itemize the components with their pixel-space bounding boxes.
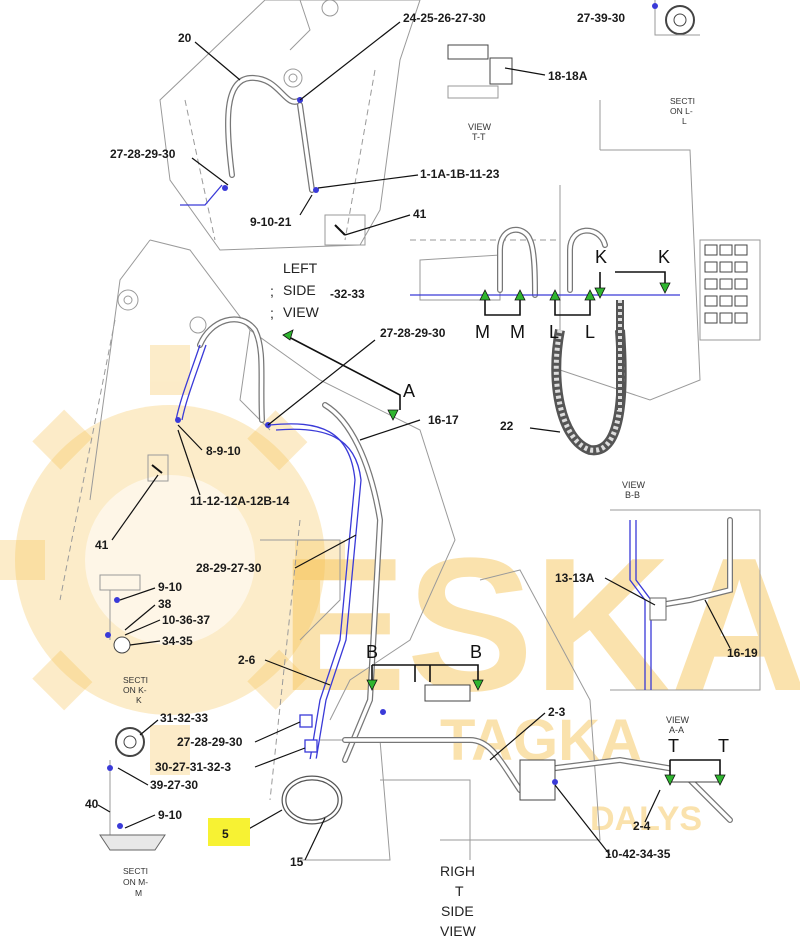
view-t-t-line1: VIEW [468, 122, 492, 132]
section-l-l-line3: L [682, 116, 687, 126]
label-16-17: 16-17 [428, 413, 459, 427]
label-30-27-31-32-3: 30-27-31-32-3 [155, 760, 231, 774]
label-18-18a: 18-18A [548, 69, 588, 83]
label-24-25-26-27-30: 24-25-26-27-30 [403, 11, 486, 25]
label-27-28-29-30-a: 27-28-29-30 [110, 147, 176, 161]
lower-right-assembly [342, 569, 733, 841]
arm-frame-top [159, 0, 421, 251]
label-22: 22 [500, 419, 514, 433]
label-2-3: 2-3 [548, 705, 566, 719]
label-39-27-30: 39-27-30 [150, 778, 198, 792]
hose-loop-15 [276, 758, 360, 825]
watermark-text-main: ESKA [280, 519, 800, 731]
section-l-l-line1: SECTI [670, 96, 695, 106]
view-b-b-detail [610, 509, 761, 691]
marker-b-left: B [366, 642, 378, 662]
label-9-10-21: 9-10-21 [250, 215, 292, 229]
left-side-marker-2: ; [270, 305, 274, 321]
hose-22 [410, 226, 680, 456]
section-m-m-line3: M [135, 888, 142, 898]
label-15: 15 [290, 855, 304, 869]
marker-k-right: K [658, 247, 670, 267]
highlight-part-5 [208, 818, 250, 846]
section-k-k-line2: ON K- [123, 685, 147, 695]
label-40: 40 [85, 797, 99, 811]
section-marks [282, 271, 726, 786]
right-side-view-line3: SIDE [441, 903, 474, 919]
left-side-view-line2: SIDE [283, 282, 316, 298]
label-27-28-29-30-c: 27-28-29-30 [177, 735, 243, 749]
section-letters: A B B K K L L M M T T [366, 247, 729, 756]
view-captions: LEFT SIDE VIEW ; ; RIGH T SIDE VIEW VIEW… [123, 96, 695, 938]
left-side-view-line1: LEFT [283, 260, 318, 276]
marker-b-right: B [470, 642, 482, 662]
label-11-12-12a-12b-14: 11-12-12A-12B-14 [190, 494, 290, 508]
label-20: 20 [178, 31, 192, 45]
label-10-36-37: 10-36-37 [162, 613, 210, 627]
label-32-33: -32-33 [330, 287, 365, 301]
section-k-k-line3: K [136, 695, 142, 705]
marker-a: A [403, 381, 415, 401]
marker-m-left: M [475, 322, 490, 342]
valve-frame [410, 100, 761, 401]
view-a-a-line2: A-A [669, 725, 684, 735]
marker-l-right: L [585, 322, 595, 342]
label-10-42-34-35: 10-42-34-35 [605, 847, 671, 861]
label-38: 38 [158, 597, 172, 611]
marker-t-right: T [718, 736, 729, 756]
view-a-a-line1: VIEW [666, 715, 690, 725]
right-side-view-line1: RIGH [440, 863, 475, 879]
part-labels: 20 24-25-26-27-30 27-39-30 18-18A 27-28-… [85, 11, 758, 869]
label-27-39-30: 27-39-30 [577, 11, 625, 25]
section-m-m-detail [99, 727, 166, 851]
section-m-m-line2: ON M- [123, 877, 148, 887]
left-side-marker-1: ; [270, 283, 274, 299]
hose-2-6 [175, 316, 384, 763]
label-41-left: 41 [95, 538, 109, 552]
marker-m-right: M [510, 322, 525, 342]
view-t-t-detail [447, 44, 513, 99]
label-9-10-k: 9-10 [158, 580, 182, 594]
right-side-view-line4: VIEW [440, 923, 477, 938]
hose-20 [180, 74, 319, 206]
section-l-l-detail [652, 0, 700, 36]
section-m-m-line1: SECTI [123, 866, 148, 876]
label-9-10-m: 9-10 [158, 808, 182, 822]
section-k-k-detail [99, 574, 141, 654]
view-b-b-line2: B-B [625, 490, 640, 500]
leader-lines [97, 21, 731, 861]
marker-k-left: K [595, 247, 607, 267]
label-13-13a: 13-13A [555, 571, 595, 585]
label-2-6: 2-6 [238, 653, 256, 667]
label-31-32-33: 31-32-33 [160, 711, 208, 725]
label-5: 5 [222, 827, 229, 841]
label-28-29-27-30: 28-29-27-30 [196, 561, 262, 575]
marker-t-left: T [668, 736, 679, 756]
section-l-l-line2: ON L- [670, 106, 693, 116]
left-side-view-line3: VIEW [283, 304, 320, 320]
label-1-1a-1b-11-23: 1-1A-1B-11-23 [420, 167, 500, 181]
right-side-view-line2: T [455, 883, 464, 899]
label-34-35: 34-35 [162, 634, 193, 648]
label-8-9-10: 8-9-10 [206, 444, 241, 458]
view-t-t-line2: T-T [472, 132, 486, 142]
label-2-4: 2-4 [633, 819, 651, 833]
view-b-b-line1: VIEW [622, 480, 646, 490]
marker-l-left: L [549, 322, 559, 342]
label-41-top: 41 [413, 207, 427, 221]
label-16-19: 16-19 [727, 646, 758, 660]
label-27-28-29-30-b: 27-28-29-30 [380, 326, 446, 340]
section-k-k-line1: SECTI [123, 675, 148, 685]
